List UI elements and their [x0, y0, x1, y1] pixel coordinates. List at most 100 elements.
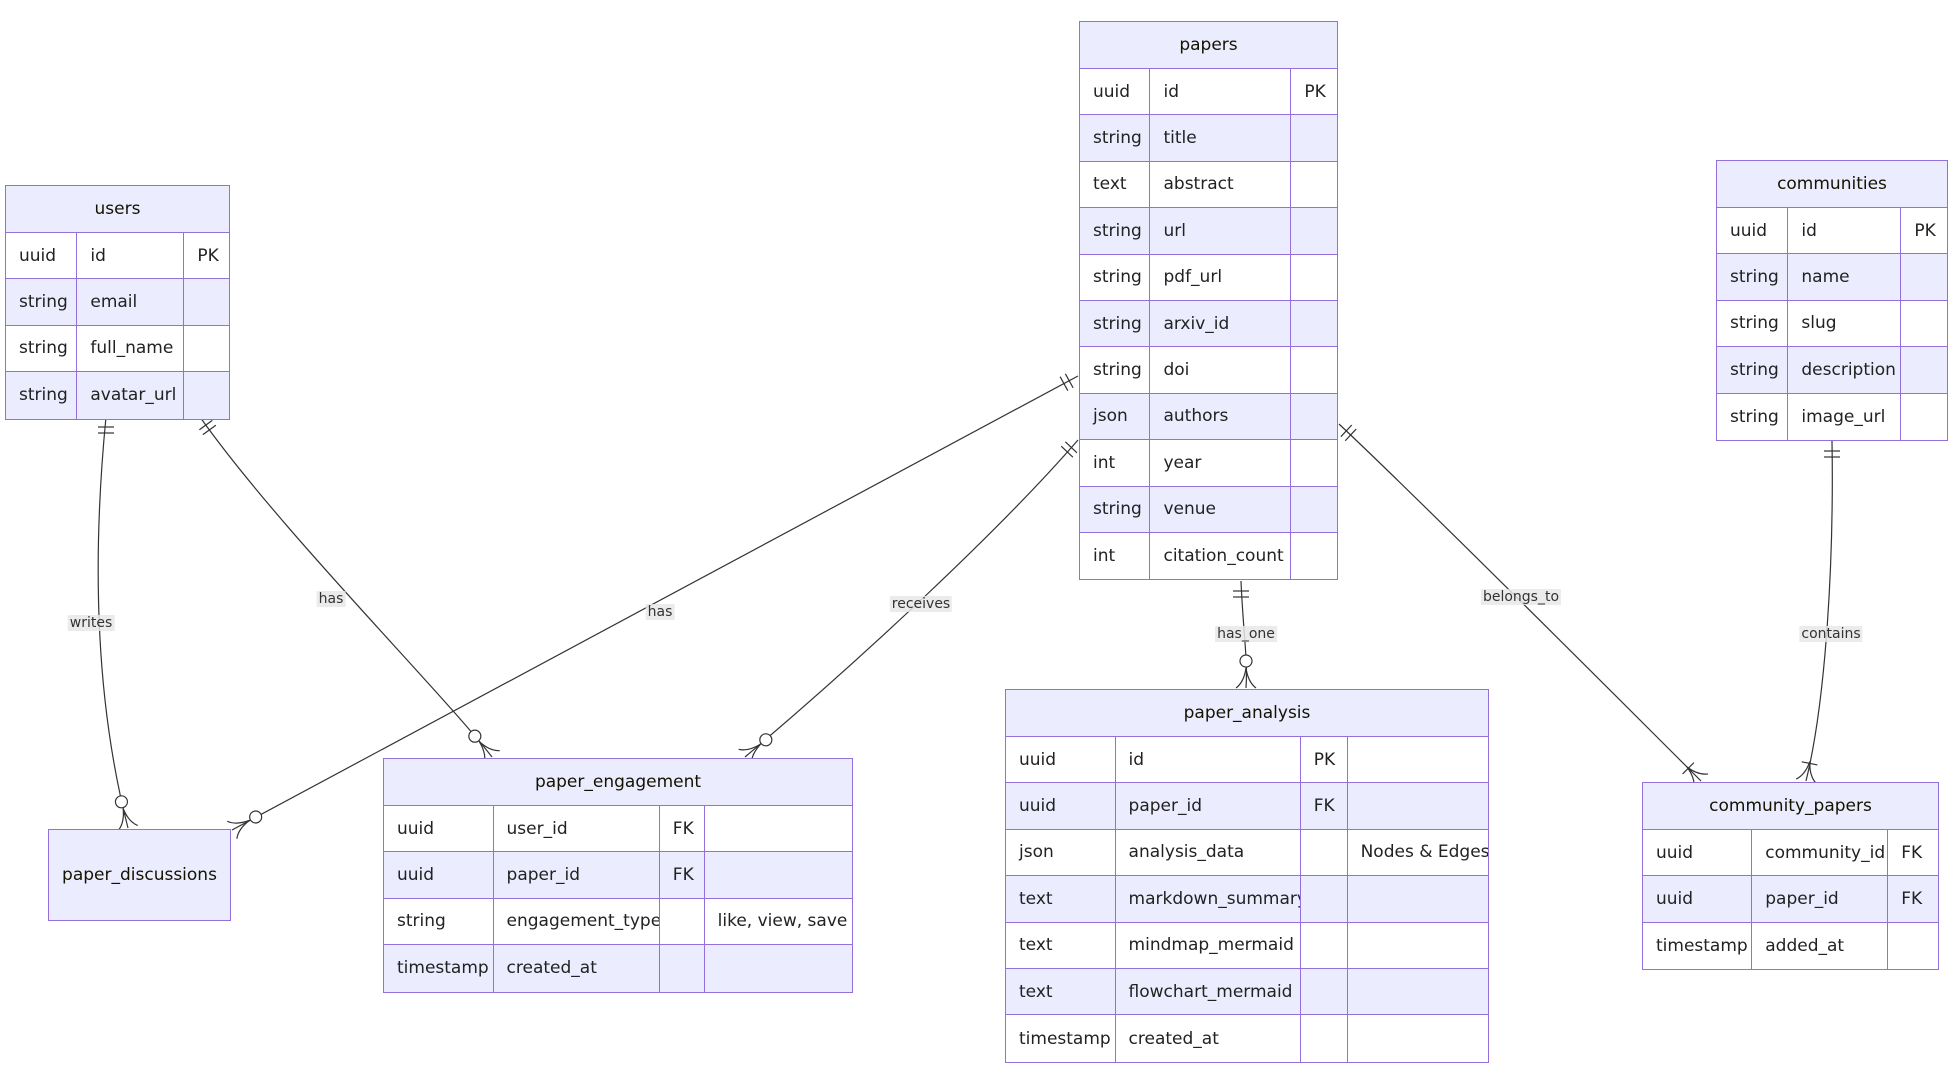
attribute-type: uuid [1006, 737, 1116, 783]
attribute-comment [1348, 1015, 1488, 1061]
attribute-name: avatar_url [77, 372, 185, 419]
edge-users-writes-end-marker [114, 795, 129, 809]
attribute-key: PK [1914, 220, 1936, 241]
attribute-name: id [1150, 69, 1292, 115]
edge-communities-contains-end-marker [1795, 761, 1811, 780]
edge-papers-has-end-marker [236, 819, 250, 839]
edge-papers-receives-end-marker [759, 733, 773, 747]
attribute-type: string [1080, 300, 1151, 347]
attribute-type: string [1717, 347, 1789, 393]
attribute-type: uuid [1006, 783, 1116, 829]
edge-papers-has-start-marker [1059, 376, 1069, 392]
attribute-comment [705, 806, 852, 851]
entity-title: papers [1080, 22, 1337, 69]
edge-papers-has-one-end-marker [1245, 667, 1257, 689]
attribute-type: uuid [1080, 69, 1151, 115]
attribute-key [660, 945, 705, 992]
relationship-label-papers-has: has [645, 604, 675, 620]
attribute-name: pdf_url [1150, 254, 1292, 300]
edge-users-has-end-marker [478, 741, 500, 752]
attribute-key [1901, 394, 1947, 440]
attribute-key [1301, 922, 1348, 968]
entity-title: users [6, 186, 229, 233]
attribute-key: FK [660, 852, 705, 898]
edge-papers-has-one-end-marker [1239, 654, 1253, 668]
relationship-label-receives: receives [889, 596, 953, 612]
edge-papers-has-start-marker [1064, 373, 1074, 389]
attribute-type: string [1080, 486, 1151, 532]
attribute-name: abstract [1150, 161, 1292, 208]
attribute-name: added_at [1752, 922, 1889, 970]
attribute-name: paper_id [1752, 876, 1889, 922]
attribute-comment [1348, 876, 1488, 921]
attribute-type: string [6, 372, 78, 419]
attribute-name: flowchart_mermaid [1116, 968, 1301, 1015]
attribute-name: full_name [77, 325, 185, 372]
edge-papers-has-one-end-marker [1235, 667, 1247, 689]
attribute-key: PK [1301, 737, 1348, 783]
edge-papers-has [231, 375, 1079, 831]
attribute-type: string [6, 325, 78, 372]
edge-users-has-start-marker [202, 424, 217, 436]
attribute-key: FK [660, 806, 705, 852]
attribute-type: uuid [1717, 208, 1789, 254]
edge-papers-belongs-to-end-marker [1686, 766, 1709, 775]
attribute-name: id [1116, 737, 1301, 783]
attribute-type: int [1080, 532, 1151, 580]
attribute-key: PK [197, 245, 219, 266]
relationship-label-contains: contains [1799, 626, 1863, 642]
attribute-comment [1348, 783, 1488, 828]
attribute-name: email [77, 279, 185, 325]
attribute-type: string [1717, 254, 1789, 300]
attribute-key: PK [1304, 81, 1326, 102]
attribute-name: name [1788, 254, 1902, 300]
edge-users-has [199, 416, 493, 758]
edge-users-writes-end-marker [122, 808, 138, 827]
attribute-name: paper_id [494, 852, 660, 898]
attribute-name: venue [1150, 486, 1292, 532]
attribute-key [1901, 301, 1947, 346]
attribute-name: mindmap_mermaid [1116, 922, 1301, 968]
attribute-name: user_id [494, 806, 660, 852]
attribute-name: markdown_summary [1116, 876, 1301, 922]
attribute-key [1301, 876, 1348, 922]
entity-paper-discussions[interactable]: paper_discussions [48, 829, 231, 921]
attribute-key [1291, 115, 1337, 160]
edge-communities-contains [1805, 440, 1833, 782]
attribute-key [1301, 1015, 1348, 1062]
entity-title: paper_analysis [1006, 690, 1488, 737]
attribute-name: description [1788, 347, 1902, 393]
attribute-comment: Nodes & Edges [1360, 842, 1488, 863]
attribute-type: text [1006, 968, 1116, 1015]
attribute-name: analysis_data [1116, 829, 1301, 876]
attribute-key [184, 279, 229, 324]
attribute-type: string [1717, 300, 1789, 347]
attribute-name: engagement_type [494, 898, 660, 945]
attribute-key [1291, 162, 1337, 207]
attribute-name: url [1150, 208, 1292, 254]
attribute-name: year [1150, 440, 1292, 486]
attribute-comment: like, view, save [717, 911, 848, 932]
attribute-name: community_id [1752, 830, 1889, 876]
